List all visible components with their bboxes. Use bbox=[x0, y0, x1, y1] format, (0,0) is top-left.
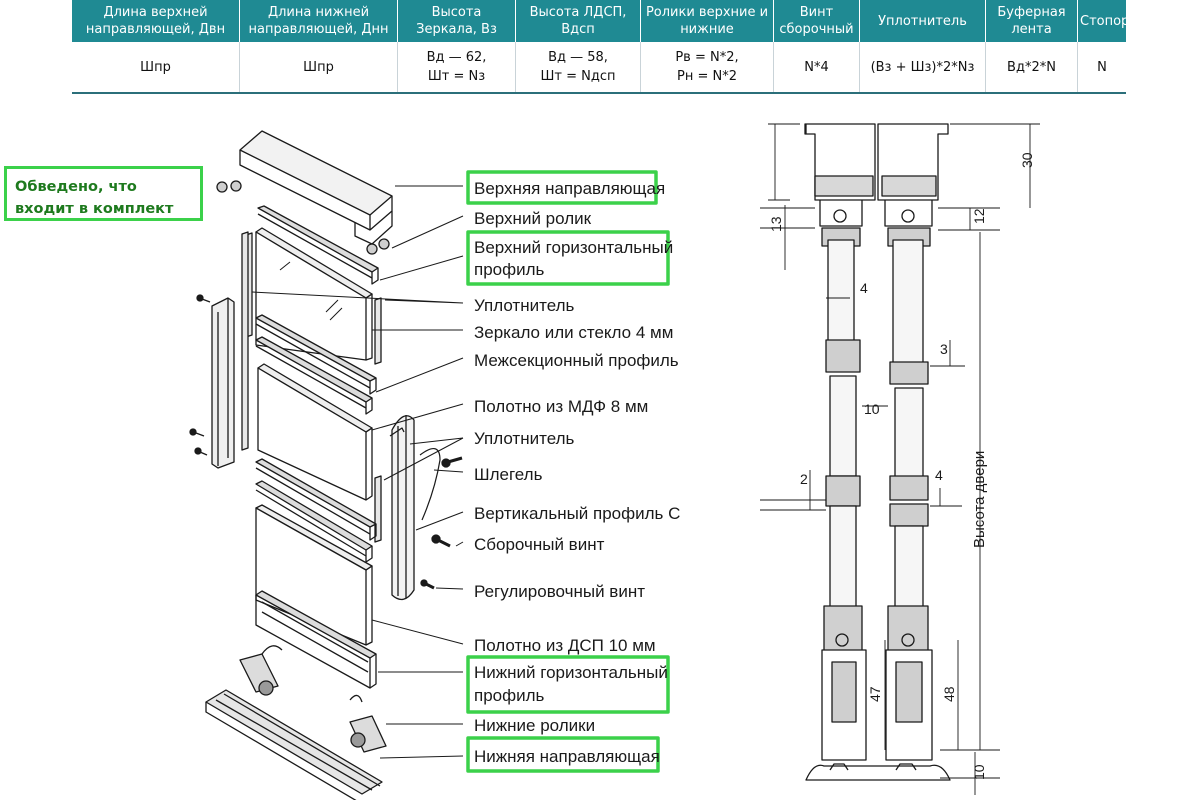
top-guide-part bbox=[239, 130, 393, 245]
table-row: Шпр Шпр Вд — 62, Шт = Nз Вд — 58, Шт = N… bbox=[72, 42, 1126, 94]
kit-highlights bbox=[466, 170, 670, 773]
cell-rollers: Рв = N*2, Рн = N*2 bbox=[640, 42, 774, 94]
part-labels: Верхняя направляющая Верхний ролик Верхн… bbox=[474, 179, 680, 766]
door-assembly-diagram: Верхняя направляющая Верхний ролик Верхн… bbox=[189, 123, 1040, 800]
cell-seal: (Вз + Шз)*2*Nз bbox=[859, 42, 986, 94]
vertical-profile-left bbox=[189, 294, 235, 469]
label-top-roller: Верхний ролик bbox=[474, 209, 592, 228]
highlight-bottom-horizontal-profile bbox=[466, 655, 670, 714]
mirror-part bbox=[255, 227, 373, 361]
spec-table: Длина верхней направляющей, Двн Длина ни… bbox=[72, 0, 1140, 94]
header-chipboard-height: Высота ЛДСП, Вдсп bbox=[515, 0, 641, 42]
vertical-profile-right bbox=[389, 415, 415, 601]
cell-top-guide-length: Шпр bbox=[72, 42, 240, 94]
cell-buffer-tape: Вд*2*N bbox=[985, 42, 1078, 94]
header-screw: Винт сборочный bbox=[773, 0, 860, 42]
dim-4-top: 4 bbox=[860, 280, 868, 296]
mdf-panel-part bbox=[257, 363, 373, 501]
table-header-row: Длина верхней направляющей, Двн Длина ни… bbox=[72, 0, 1140, 42]
cross-section-view bbox=[804, 123, 951, 781]
highlight-top-horizontal-profile bbox=[466, 230, 670, 286]
highlight-bottom-guide bbox=[466, 736, 660, 773]
header-buffer-tape: Буферная лента bbox=[985, 0, 1078, 42]
dim-door-height: Высота двери bbox=[971, 451, 988, 548]
label-mirror: Зеркало или стекло 4 мм bbox=[474, 323, 673, 342]
bottom-guide-part bbox=[205, 689, 383, 800]
kit-note: Обведено, что входит в комплект bbox=[4, 166, 203, 221]
header-top-guide-length: Длина верхней направляющей, Двн bbox=[72, 0, 240, 42]
dim-3: 3 bbox=[940, 341, 948, 357]
highlight-top-guide bbox=[466, 170, 658, 205]
label-bottom-rollers: Нижние ролики bbox=[474, 716, 595, 735]
dim-47: 47 bbox=[867, 686, 883, 702]
cell-screw: N*4 bbox=[773, 42, 860, 94]
dim-30: 30 bbox=[1019, 152, 1035, 168]
header-bottom-guide-length: Длина нижней направляющей, Днн bbox=[239, 0, 398, 42]
bottom-roller-part bbox=[239, 645, 387, 753]
cell-mirror-height: Вд — 62, Шт = Nз bbox=[397, 42, 516, 94]
leader-lines bbox=[251, 185, 464, 759]
dim-10-bottom: 10 bbox=[971, 764, 987, 780]
cell-bottom-guide-length: Шпр bbox=[239, 42, 398, 94]
top-roller-part bbox=[216, 180, 390, 255]
label-chipboard-panel: Полотно из ДСП 10 мм bbox=[474, 636, 656, 655]
header-mirror-height: Высота Зеркала, Вз bbox=[397, 0, 516, 42]
dim-10-middle: 10 bbox=[864, 401, 880, 417]
label-seal-1: Уплотнитель bbox=[474, 296, 575, 315]
header-rollers: Ролики верхние и нижние bbox=[640, 0, 774, 42]
label-bottom-horizontal-profile-1: Нижний горизонтальный bbox=[474, 663, 668, 682]
screw-parts bbox=[420, 456, 463, 590]
label-assembly-screw: Сборочный винт bbox=[474, 535, 605, 554]
header-stoppers: Стопоры bbox=[1077, 0, 1140, 42]
cell-stoppers: N bbox=[1077, 42, 1126, 94]
label-bottom-horizontal-profile-2: профиль bbox=[474, 686, 545, 705]
label-adjusting-screw: Регулировочный винт bbox=[474, 582, 645, 601]
cell-chipboard-height: Вд — 58, Шт = Nдсп bbox=[515, 42, 641, 94]
label-schlegel: Шлегель bbox=[474, 465, 543, 484]
header-seal: Уплотнитель bbox=[859, 0, 986, 42]
exploded-view bbox=[189, 130, 463, 800]
label-top-guide: Верхняя направляющая bbox=[474, 179, 665, 198]
dimension-lines bbox=[760, 123, 1040, 795]
dim-48: 48 bbox=[941, 686, 957, 702]
dim-12: 12 bbox=[971, 208, 987, 224]
label-mdf-panel: Полотно из МДФ 8 мм bbox=[474, 397, 648, 416]
label-intersection-profile: Межсекционный профиль bbox=[474, 351, 679, 370]
label-bottom-guide: Нижняя направляющая bbox=[474, 747, 660, 766]
label-seal-2: Уплотнитель bbox=[474, 429, 575, 448]
label-top-horizontal-profile-2: профиль bbox=[474, 260, 545, 279]
dim-2: 2 bbox=[800, 471, 808, 487]
dimension-labels: 30 13 12 4 3 10 2 4 Высота двери 47 48 1… bbox=[768, 152, 1035, 780]
dim-4-lower: 4 bbox=[935, 467, 943, 483]
dim-13: 13 bbox=[768, 216, 784, 232]
label-top-horizontal-profile-1: Верхний горизонтальный bbox=[474, 238, 673, 257]
label-vertical-profile: Вертикальный профиль С bbox=[474, 504, 680, 523]
